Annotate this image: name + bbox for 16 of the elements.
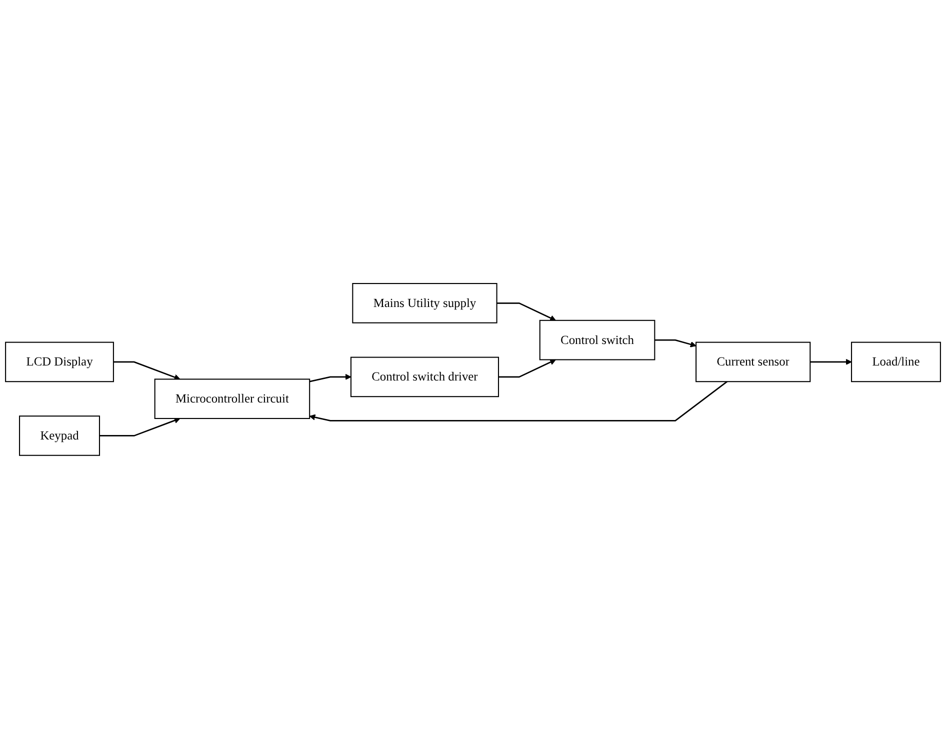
node-box: Mains Utility supply <box>352 282 498 323</box>
arrow <box>496 302 556 320</box>
arrow <box>654 338 696 347</box>
arrow <box>810 358 852 365</box>
node-box: Load/line <box>851 341 941 382</box>
node-box: LCD Display <box>5 341 114 382</box>
arrow <box>309 373 352 382</box>
arrow <box>498 358 556 378</box>
node-box: Keypad <box>19 415 100 456</box>
arrow <box>100 417 180 436</box>
node-box: Current sensor <box>696 341 811 382</box>
arrow <box>309 380 728 421</box>
node-box: Control switch <box>539 319 656 360</box>
node-box: Control switch driver <box>350 356 500 397</box>
node-box: Microcontroller circuit <box>154 378 310 419</box>
arrow <box>113 360 180 380</box>
